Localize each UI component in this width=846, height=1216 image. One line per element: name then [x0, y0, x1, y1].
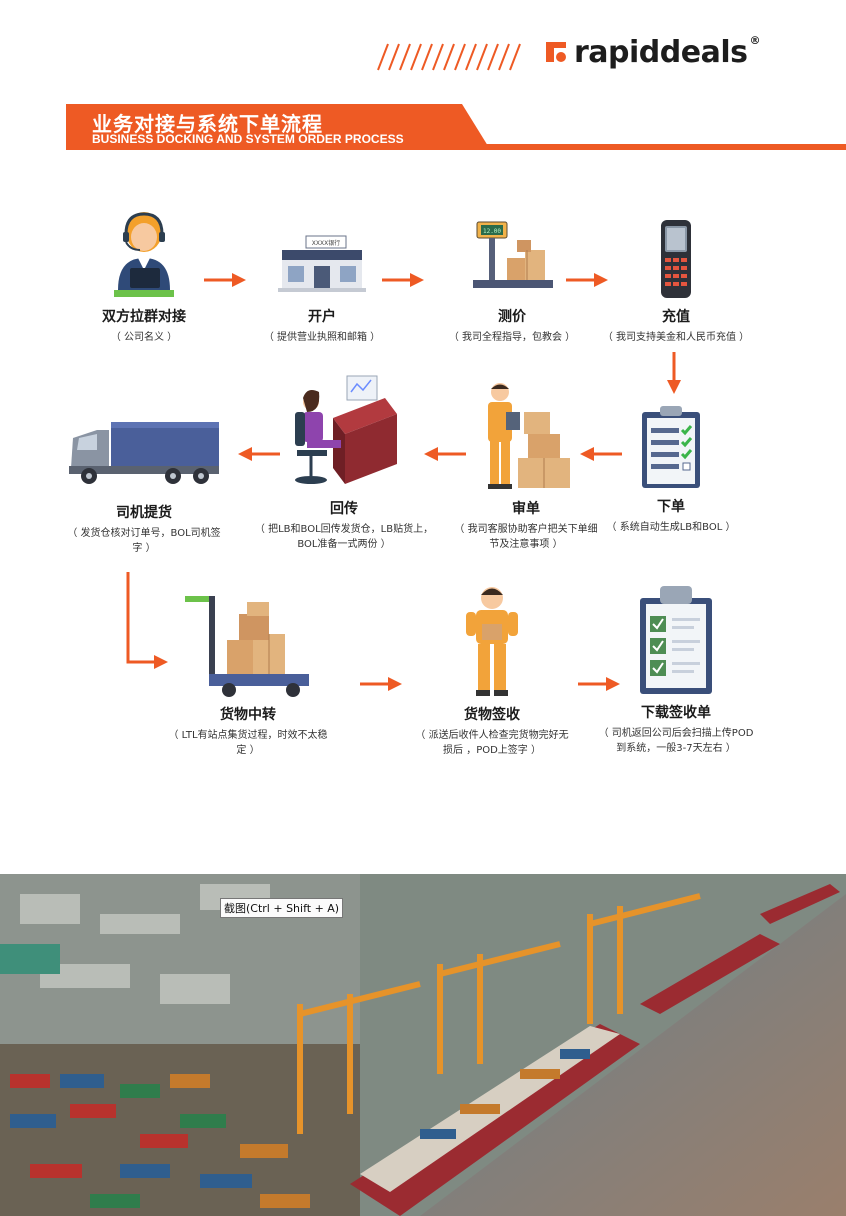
arrow-left-icon [238, 447, 280, 461]
arrow-left-icon [580, 447, 622, 461]
step-desc: （ 提供营业执照和邮箱 ） [263, 332, 381, 343]
screenshot-tooltip: 截图(Ctrl + Shift + A) [220, 898, 344, 918]
step-title: 司机提货 [116, 505, 172, 521]
brand-logo: rapiddeals ® [544, 30, 760, 74]
step-place-order: 下单 （ 系统自动生成LB和BOL ） [596, 400, 746, 535]
step-price-check: 12.00 测价 （ 我司全程指导，包教会 ） [436, 210, 588, 345]
step-title: 双方拉群对接 [102, 309, 186, 325]
step-title: 下载签收单 [641, 705, 711, 721]
step-cargo-receipt: 货物签收 （ 派送后收件人检查完货物完好无损后 ，POD上签字 ） [412, 584, 572, 758]
arrow-right-icon [566, 273, 608, 287]
worker-boxes-icon [488, 383, 570, 489]
arrow-right-icon [382, 273, 424, 287]
step-desc: （ 司机返回公司后会扫描上传POD到系统，一般3-7天左右 ） [598, 728, 754, 754]
decorative-slashes [377, 43, 521, 71]
step-desc: （ 发货仓核对订单号，BOL司机签字 ） [67, 528, 221, 554]
step-title: 开户 [308, 309, 336, 325]
step-desc: （ 派送后收件人检查完货物完好无损后 ，POD上签字 ） [415, 730, 569, 756]
step-group-chat: 双方拉群对接 （ 公司名义 ） [84, 210, 204, 345]
banner-title-en: BUSINESS DOCKING AND SYSTEM ORDER PROCES… [92, 132, 404, 146]
step-title: 回传 [330, 501, 358, 517]
step-desc: （ 把LB和BOL回传发货仓，LB贴货上，BOL准备一式两份 ） [254, 524, 434, 550]
arrow-right-icon [204, 273, 246, 287]
step-title: 审单 [512, 501, 540, 517]
step-recharge: 充值 （ 我司支持美金和人民币充值 ） [600, 210, 752, 345]
step-title: 充值 [662, 309, 690, 325]
brand-name: rapiddeals [574, 34, 748, 70]
step-desc: （ 我司全程指导，包教会 ） [448, 332, 576, 343]
delivery-man-icon [466, 587, 518, 696]
step-desc: （ 我司客服协助客户把关下单细节及注意事项 ） [454, 524, 598, 550]
port-photo [0, 874, 846, 1216]
logo-mark-icon [546, 42, 566, 62]
step-open-account: XXXX银行 开户 （ 提供营业执照和邮箱 ） [252, 210, 392, 345]
step-title: 下单 [657, 499, 685, 515]
scanner-icon [661, 220, 691, 298]
step-title: 货物中转 [220, 707, 276, 723]
banner-title-cn: 业务对接与系统下单流程 [92, 112, 323, 136]
arrow-down-icon [667, 352, 681, 394]
scale-icon: 12.00 [473, 221, 553, 288]
clipboard-icon [640, 586, 712, 694]
step-title: 测价 [498, 309, 526, 325]
arrow-bend-icon [126, 572, 168, 669]
hand-truck-icon [185, 596, 309, 697]
arrow-left-icon [424, 447, 466, 461]
checklist-icon [642, 406, 700, 488]
registered-mark: ® [749, 33, 761, 47]
arrow-right-icon [578, 677, 620, 691]
building-icon: XXXX银行 [278, 235, 366, 292]
bank-sign: XXXX银行 [312, 239, 340, 247]
step-desc: （ LTL有站点集货过程，时效不太稳定 ） [168, 730, 328, 756]
customer-service-icon [114, 212, 174, 297]
office-worker-icon [295, 375, 397, 484]
step-desc: （ 我司支持美金和人民币充值 ） [602, 332, 750, 343]
step-review: 审单 （ 我司客服协助客户把关下单细节及注意事项 ） [450, 380, 602, 552]
step-send-back: 回传 （ 把LB和BOL回传发货仓，LB贴货上，BOL准备一式两份 ） [254, 372, 434, 552]
step-desc: （ 公司名义 ） [110, 332, 178, 343]
truck-icon [69, 422, 219, 484]
arrow-right-icon [360, 677, 402, 691]
step-driver-pickup: 司机提货 （ 发货仓核对订单号，BOL司机签字 ） [64, 416, 224, 556]
step-cargo-transfer: 货物中转 （ LTL有站点集货过程，时效不太稳定 ） [166, 594, 330, 758]
step-desc: （ 系统自动生成LB和BOL ） [606, 522, 736, 533]
scale-display: 12.00 [483, 228, 501, 235]
section-banner: 业务对接与系统下单流程 BUSINESS DOCKING AND SYSTEM … [66, 104, 846, 150]
step-download-pod: 下载签收单 （ 司机返回公司后会扫描上传POD到系统，一般3-7天左右 ） [596, 582, 756, 756]
step-title: 货物签收 [464, 707, 520, 723]
